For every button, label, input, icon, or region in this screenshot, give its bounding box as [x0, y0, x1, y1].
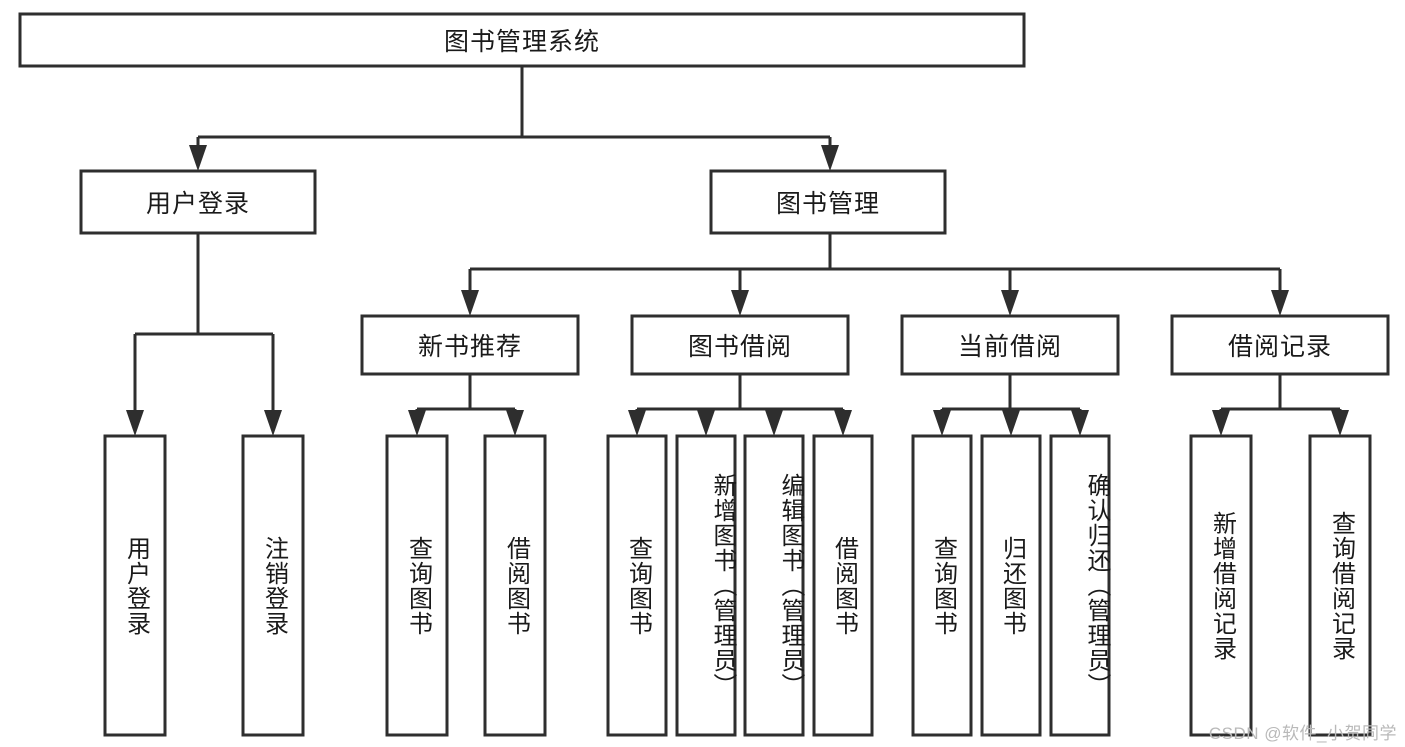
leaf-add-book-box[interactable] — [675, 434, 737, 737]
connector-userlogin-to-leaves — [126, 233, 282, 436]
leaf-return-book-box[interactable] — [980, 434, 1042, 737]
leaf-add-record-box[interactable] — [1189, 434, 1253, 737]
connector-currentborrow-to-leaves — [933, 374, 1089, 436]
connector-bookmanage-to-level3 — [461, 233, 1289, 316]
connector-newbook-to-leaves — [408, 374, 524, 436]
leaf-borrow-book-1-box[interactable] — [483, 434, 547, 737]
leaf-edit-book-box[interactable] — [743, 434, 805, 737]
leaf-query-book-2-box[interactable] — [606, 434, 668, 737]
leaf-user-login-box[interactable] — [103, 434, 167, 737]
leaf-borrow-book-2-box[interactable] — [812, 434, 874, 737]
leaf-confirm-return-box[interactable] — [1049, 434, 1111, 737]
leaf-query-record-box[interactable] — [1308, 434, 1372, 737]
connector-bookborrow-to-leaves — [628, 374, 852, 436]
leaf-query-book-1-box[interactable] — [385, 434, 449, 737]
watermark-text: CSDN @软件_小贺同学 — [1208, 724, 1397, 743]
node-user-login-box[interactable] — [79, 169, 317, 235]
leaf-logout-login-box[interactable] — [241, 434, 305, 737]
node-book-borrow-box[interactable] — [630, 314, 850, 376]
leaf-query-book-3-box[interactable] — [911, 434, 973, 737]
node-current-borrow-box[interactable] — [900, 314, 1120, 376]
node-root-box[interactable] — [18, 12, 1026, 68]
node-new-book-rec-box[interactable] — [360, 314, 580, 376]
node-book-manage-box[interactable] — [709, 169, 947, 235]
connector-borrowrecord-to-leaves — [1212, 374, 1349, 436]
connector-root-to-level2 — [189, 66, 839, 171]
node-borrow-record-box[interactable] — [1170, 314, 1390, 376]
